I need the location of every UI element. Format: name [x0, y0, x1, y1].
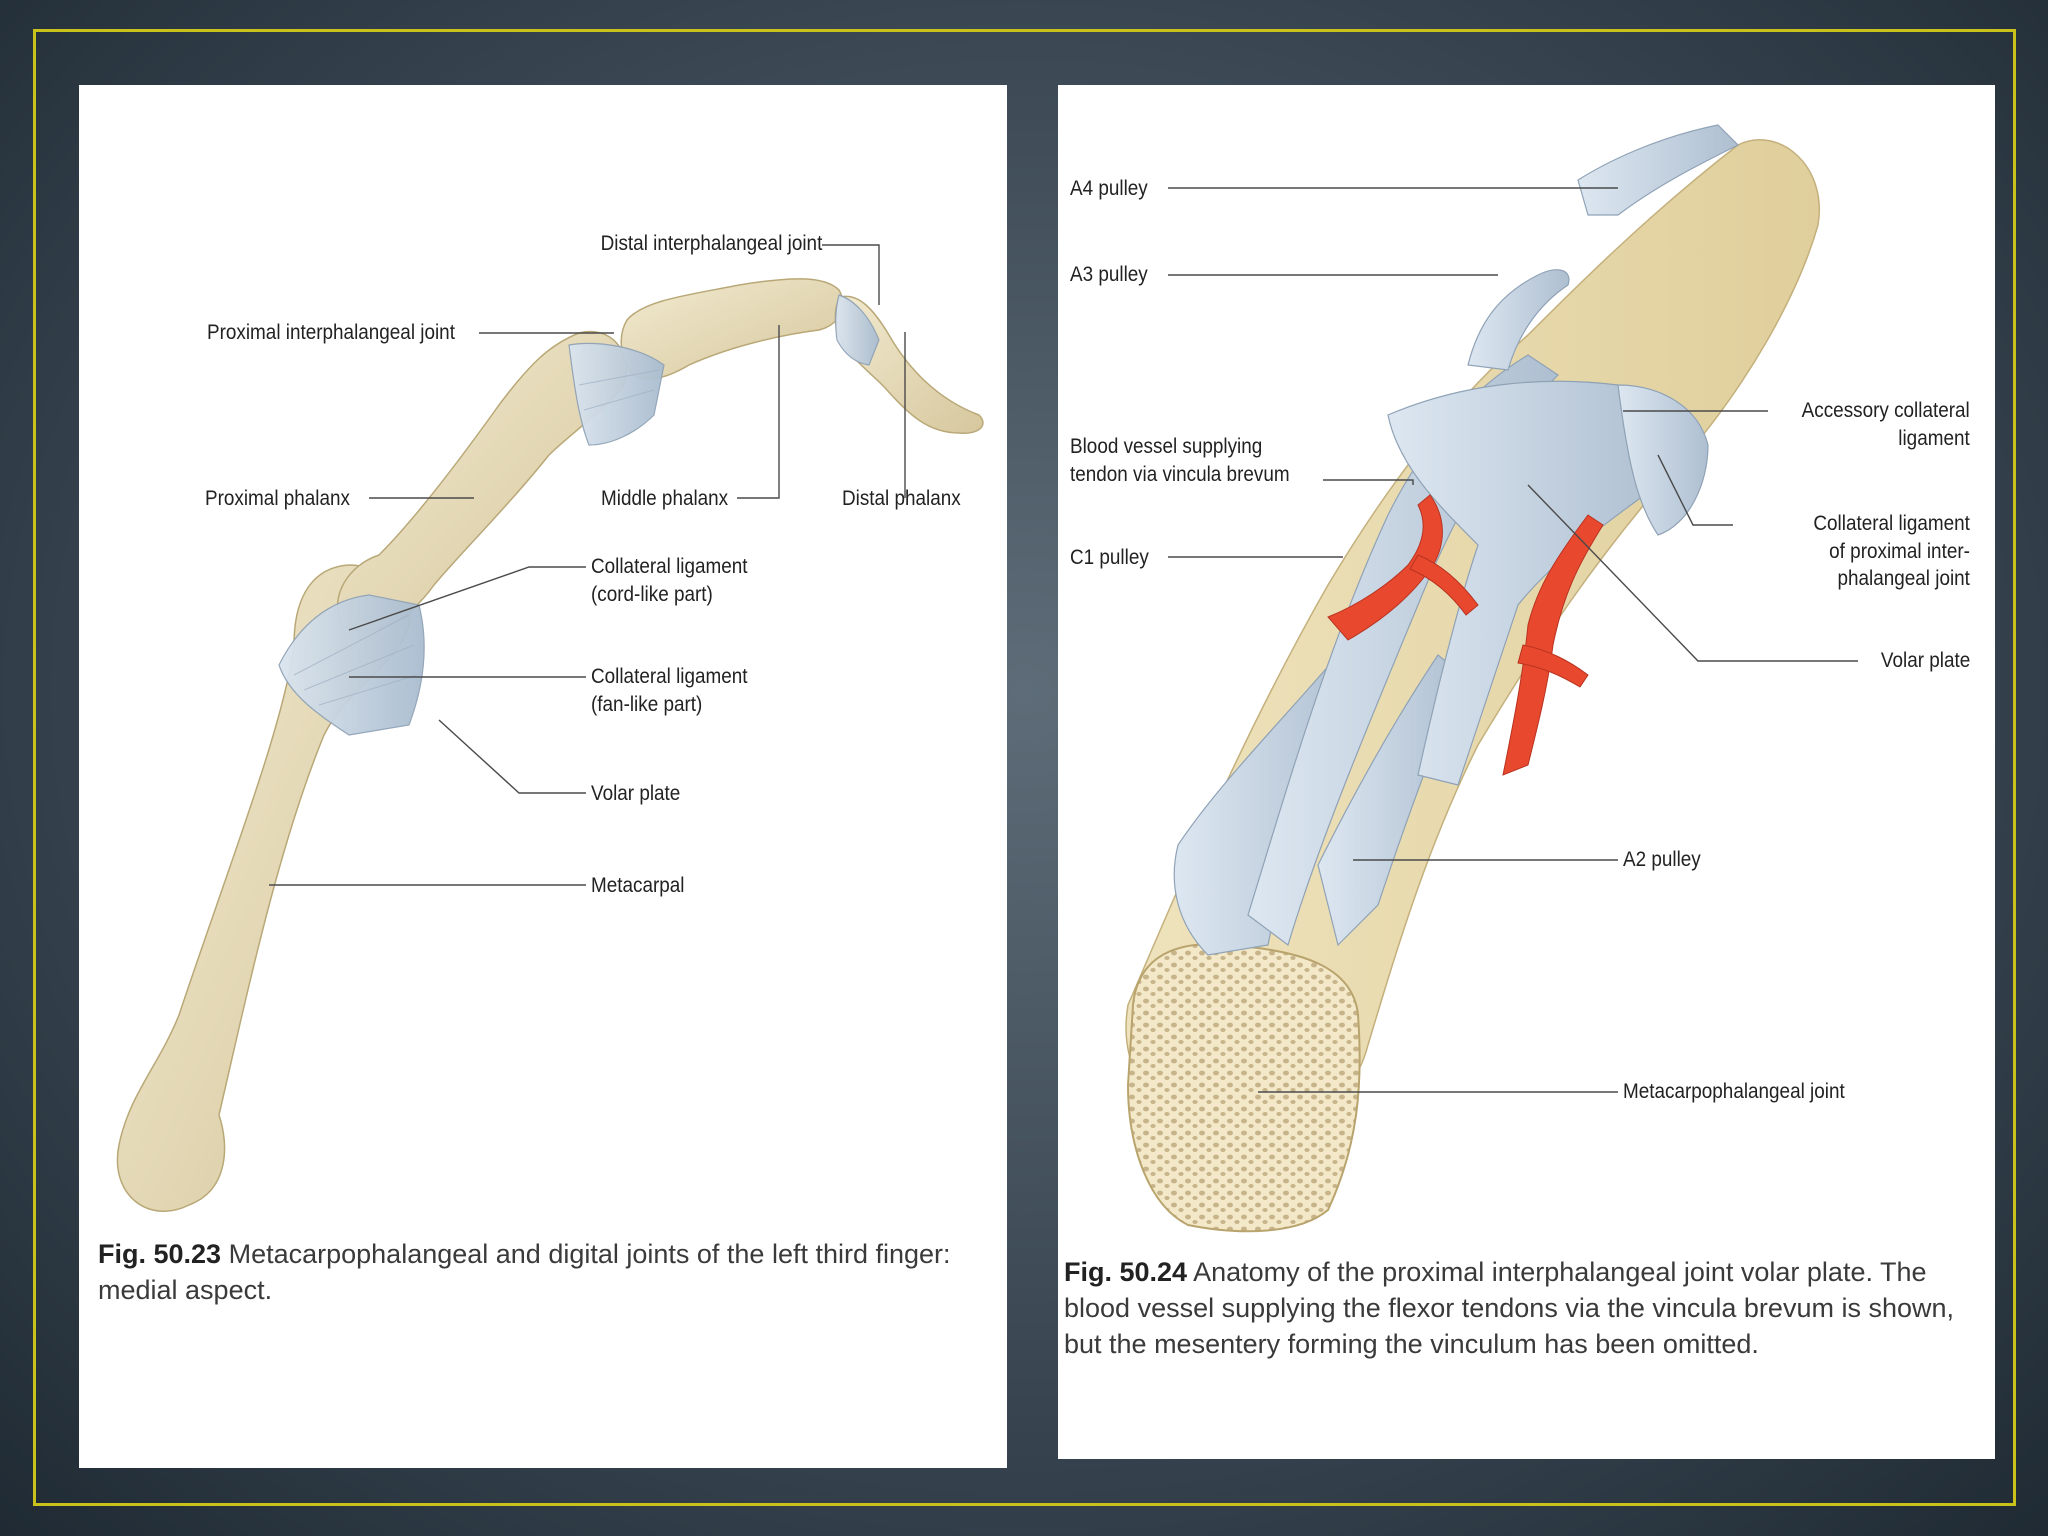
a3-pulley — [1467, 269, 1570, 371]
figure-panel-right: A4 pulley A3 pulley Blood vessel supplyi… — [1058, 85, 1995, 1459]
digital-artery-branch — [1517, 644, 1589, 688]
label-a4-pulley: A4 pulley — [1070, 177, 1148, 200]
label-blood-vessel-line1: Blood vessel supplying — [1070, 435, 1263, 458]
bone-cross-section — [1126, 943, 1361, 1233]
label-a2-pulley: A2 pulley — [1623, 848, 1701, 871]
figure-panel-left: Distal interphalangeal joint Proximal in… — [79, 85, 1007, 1468]
slide-frame — [33, 29, 2016, 1506]
caption-number-right: Fig. 50.24 — [1064, 1257, 1188, 1287]
vinculum-blood-vessel — [1327, 494, 1443, 641]
label-collateral-pip-line1: Collateral ligament — [1813, 512, 1970, 535]
label-c1-pulley: C1 pulley — [1070, 546, 1149, 569]
label-a3-pulley: A3 pulley — [1070, 263, 1148, 286]
label-collateral-cord-line2: (cord-like part) — [591, 582, 713, 606]
label-volar-plate-right: Volar plate — [1880, 649, 1970, 672]
flexor-tendon — [1247, 354, 1559, 946]
label-metacarpal: Metacarpal — [591, 874, 685, 897]
label-distal-interphalangeal-joint: Distal interphalangeal joint — [600, 232, 822, 255]
label-collateral-fan-line2: (fan-like part) — [591, 692, 703, 716]
vinculum-blood-vessel-branch — [1409, 554, 1479, 616]
label-volar-plate: Volar plate — [591, 782, 681, 805]
proximal-phalanx-bone — [336, 330, 627, 631]
digital-artery — [1502, 514, 1604, 776]
label-blood-vessel: Blood vessel supplying tendon via vincul… — [1070, 433, 1290, 488]
label-proximal-interphalangeal-joint: Proximal interphalangeal joint — [207, 321, 455, 344]
label-collateral-cord-line1: Collateral ligament — [591, 555, 748, 578]
caption-number-left: Fig. 50.23 — [98, 1239, 222, 1269]
finger-lateral-illustration — [116, 244, 984, 1212]
label-accessory-collateral-line2: ligament — [1898, 426, 1970, 450]
label-collateral-ligament-fan: Collateral ligament (fan-like part) — [591, 663, 748, 718]
label-collateral-pip-line2: of proximal inter- — [1829, 539, 1970, 563]
label-collateral-fan-line1: Collateral ligament — [591, 665, 748, 688]
label-metacarpophalangeal-joint: Metacarpophalangeal joint — [1623, 1080, 1845, 1103]
volar-plate-shape — [1387, 380, 1667, 786]
label-collateral-ligament-cord: Collateral ligament (cord-like part) — [591, 553, 748, 608]
caption-text-right: Anatomy of the proximal interphalangeal … — [1064, 1257, 1954, 1359]
dip-collateral-ligament — [835, 294, 880, 366]
label-collateral-ligament-pip: Collateral ligament of proximal inter- p… — [1813, 510, 1970, 593]
label-accessory-collateral-ligament: Accessory collateral ligament — [1802, 397, 1970, 452]
mcp-collateral-ligament — [278, 594, 425, 736]
a4-pulley — [1577, 124, 1740, 216]
figure-caption-right: Fig. 50.24 Anatomy of the proximal inter… — [1064, 1255, 1994, 1363]
pip-volar-plate-illustration — [1125, 124, 1858, 1233]
label-collateral-pip-line3: phalangeal joint — [1837, 567, 1970, 591]
pip-collateral-ligament — [1617, 384, 1709, 536]
label-blood-vessel-line2: tendon via vincula brevum — [1070, 462, 1290, 486]
caption-text-left: Metacarpophalangeal and digital joints o… — [98, 1239, 951, 1305]
figure-caption-left: Fig. 50.23 Metacarpophalangeal and digit… — [98, 1237, 988, 1309]
label-proximal-phalanx: Proximal phalanx — [205, 487, 350, 510]
label-middle-phalanx: Middle phalanx — [601, 487, 729, 510]
label-accessory-collateral-line1: Accessory collateral — [1801, 399, 1970, 422]
pip-collateral-ligament — [568, 342, 665, 446]
label-distal-phalanx: Distal phalanx — [842, 487, 961, 510]
